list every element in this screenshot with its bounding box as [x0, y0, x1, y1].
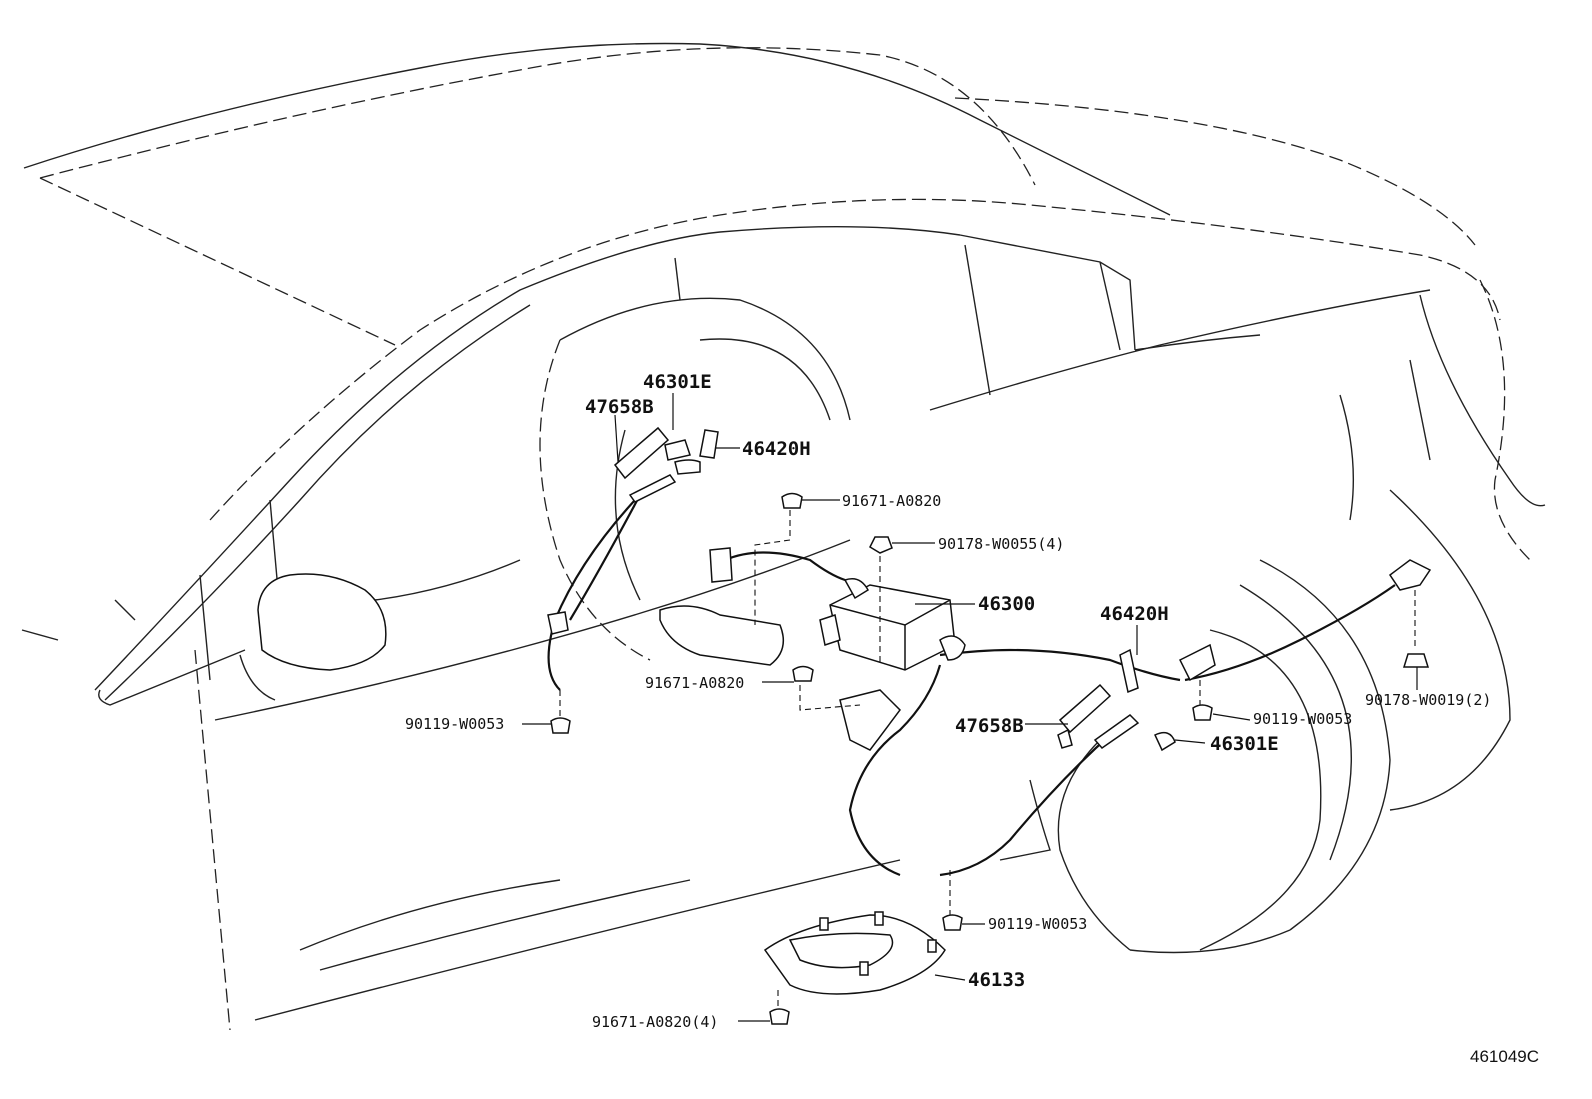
label-90178-w0019: 90178-W0019(2)	[1365, 691, 1491, 709]
actuator-bracket	[839, 689, 901, 751]
bolt-90119-w0053-right	[1192, 704, 1213, 721]
brake-cables	[547, 494, 1396, 877]
actuator-46300	[819, 578, 966, 671]
side-mirror	[257, 573, 387, 671]
connector-46301e-top	[664, 439, 691, 461]
leader-lines	[522, 393, 1418, 1022]
cable-bracket-left	[659, 605, 785, 666]
label-46133: 46133	[968, 969, 1025, 991]
label-46420h-right: 46420H	[1100, 603, 1169, 625]
label-46301e-top: 46301E	[643, 371, 712, 393]
bolt-91671-a0820-c	[769, 1008, 790, 1025]
label-47658b-top: 47658B	[585, 396, 654, 418]
label-46300: 46300	[978, 593, 1035, 615]
bolt-90119-w0053-left	[550, 717, 571, 734]
label-90119-w0053-bottom: 90119-W0053	[988, 915, 1087, 933]
boot-47658b-mid	[1058, 683, 1112, 734]
label-90119-w0053-left: 90119-W0053	[405, 715, 504, 733]
label-90178-w0055: 90178-W0055(4)	[938, 535, 1064, 553]
nut-90178-w0055	[869, 536, 893, 554]
car-body-outline	[21, 42, 1546, 1031]
guide-lines	[559, 510, 1416, 1010]
connector-46301e-mid	[1154, 731, 1176, 752]
label-46301e-mid: 46301E	[1210, 733, 1279, 755]
label-91671-a0820-c: 91671-A0820(4)	[592, 1013, 718, 1031]
cover-46133	[763, 911, 946, 995]
label-90119-w0053-right: 90119-W0053	[1253, 710, 1352, 728]
clip-46420h-right	[1119, 648, 1139, 694]
nut-90178-w0019	[1402, 653, 1430, 668]
clip-46420h-top	[699, 429, 719, 459]
part-labels: 46301E 47658B 46420H 91671-A0820 90178-W…	[405, 371, 1539, 1066]
bolt-90119-w0053-bottom	[942, 914, 963, 931]
boot-47658b-top	[613, 426, 670, 480]
bolt-91671-a0820-a	[781, 492, 803, 509]
label-47658b-mid: 47658B	[955, 715, 1024, 737]
label-91671-a0820-b: 91671-A0820	[645, 674, 744, 692]
label-46420h-top: 46420H	[742, 438, 811, 460]
label-91671-a0820-a: 91671-A0820	[842, 492, 941, 510]
figure-code: 461049C	[1470, 1047, 1539, 1066]
bolt-91671-a0820-b	[792, 665, 814, 682]
